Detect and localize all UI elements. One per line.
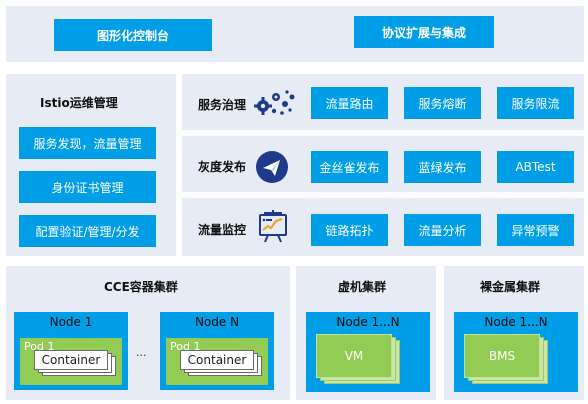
graphical-console-button[interactable]: 图形化控制台 (54, 19, 212, 51)
pod[interactable]: Pod 1 Container (20, 338, 122, 385)
traffic-routing-button[interactable]: 流量路由 (311, 87, 388, 119)
trace-topology-button[interactable]: 链路拓扑 (311, 214, 388, 246)
pod-label: Pod 1 (170, 340, 201, 353)
vm-box[interactable]: VM (316, 334, 392, 378)
anomaly-alert-button[interactable]: 异常预警 (497, 214, 574, 246)
container[interactable]: Container (180, 350, 254, 370)
vm-cluster-title: 虚机集群 (338, 279, 387, 294)
gears-icon (254, 90, 295, 115)
pod-label: Pod 1 (24, 340, 55, 353)
node-title: Node 1...N (336, 315, 400, 329)
gray-release-title: 灰度发布 (198, 159, 247, 174)
node-ellipsis: ... (136, 346, 147, 359)
bms-box[interactable]: BMS (464, 334, 540, 378)
istio-item-service-discovery[interactable]: 服务发现，流量管理 (19, 127, 156, 159)
istio-title: Istio运维管理 (40, 95, 118, 110)
bare-metal-node[interactable]: Node 1...N BMS (454, 312, 578, 392)
cce-cluster-title: CCE容器集群 (104, 279, 178, 294)
rate-limit-button[interactable]: 服务限流 (497, 87, 574, 119)
cce-node-n[interactable]: Node N Pod 1 Container (160, 312, 274, 390)
cce-node-1[interactable]: Node 1 Pod 1 Container (14, 312, 128, 390)
abtest-button[interactable]: ABTest (497, 151, 574, 183)
node-title: Node N (194, 315, 240, 329)
paper-plane-icon (256, 151, 288, 183)
traffic-monitor-title: 流量监控 (198, 222, 247, 237)
chart-board-icon (259, 210, 287, 243)
istio-item-identity-cert[interactable]: 身份证书管理 (19, 171, 156, 203)
bare-metal-cluster-title: 裸金属集群 (480, 279, 541, 294)
blue-green-release-button[interactable]: 蓝绿发布 (404, 151, 481, 183)
vm-node[interactable]: Node 1...N VM (306, 312, 430, 392)
canary-release-button[interactable]: 金丝雀发布 (311, 151, 388, 183)
node-title: Node 1...N (484, 315, 548, 329)
circuit-breaker-button[interactable]: 服务熔断 (404, 87, 481, 119)
node-title: Node 1 (49, 315, 93, 329)
container[interactable]: Container (34, 350, 108, 370)
istio-item-config[interactable]: 配置验证/管理/分发 (19, 215, 156, 247)
pod[interactable]: Pod 1 Container (166, 338, 268, 385)
traffic-analysis-button[interactable]: 流量分析 (404, 214, 481, 246)
service-governance-title: 服务治理 (198, 97, 247, 112)
protocol-extension-button[interactable]: 协议扩展与集成 (354, 16, 494, 48)
